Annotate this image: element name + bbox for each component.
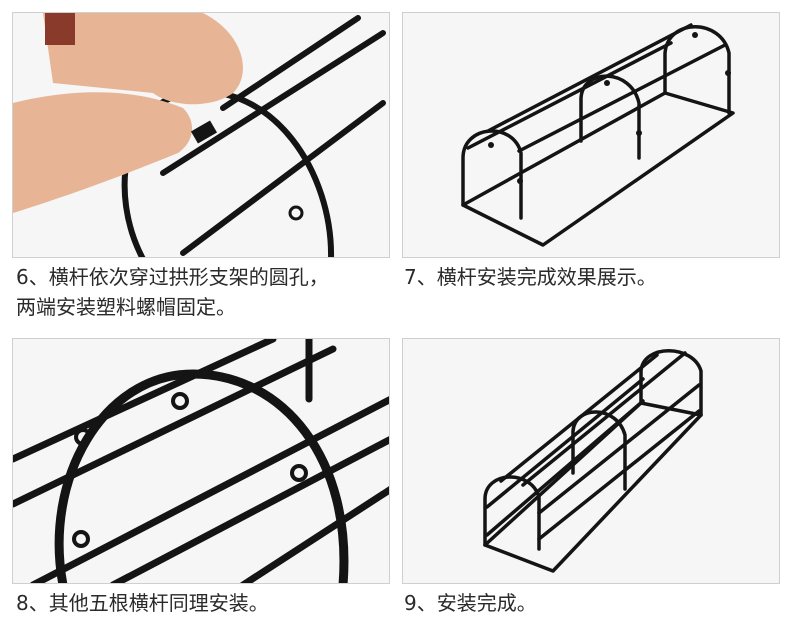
step-7-photo bbox=[402, 12, 780, 258]
step-9-line-1: 9、安装完成。 bbox=[404, 591, 537, 615]
step-6-line-2: 两端安装塑料螺帽固定。 bbox=[16, 295, 236, 319]
step-8-photo bbox=[12, 338, 390, 584]
step-7-caption: 7、横杆安装完成效果展示。 bbox=[404, 262, 657, 292]
step-6-photo bbox=[12, 12, 390, 258]
step-7-line-1: 7、横杆安装完成效果展示。 bbox=[404, 265, 657, 289]
step-6-line-1: 6、横杆依次穿过拱形支架的圆孔， bbox=[16, 265, 329, 289]
step-9-photo bbox=[402, 338, 780, 584]
finished-frame-illustration bbox=[483, 349, 703, 573]
step-6-caption: 6、横杆依次穿过拱形支架的圆孔， 两端安装塑料螺帽固定。 bbox=[16, 262, 329, 322]
step-8-caption: 8、其他五根横杆同理安装。 bbox=[16, 588, 269, 618]
rods-closeup-illustration bbox=[13, 339, 389, 583]
step-8-line-1: 8、其他五根横杆同理安装。 bbox=[16, 591, 269, 615]
hands-assembly-illustration bbox=[13, 13, 386, 257]
frame-rods-installed-illustration bbox=[461, 23, 735, 247]
step-9-caption: 9、安装完成。 bbox=[404, 588, 537, 618]
